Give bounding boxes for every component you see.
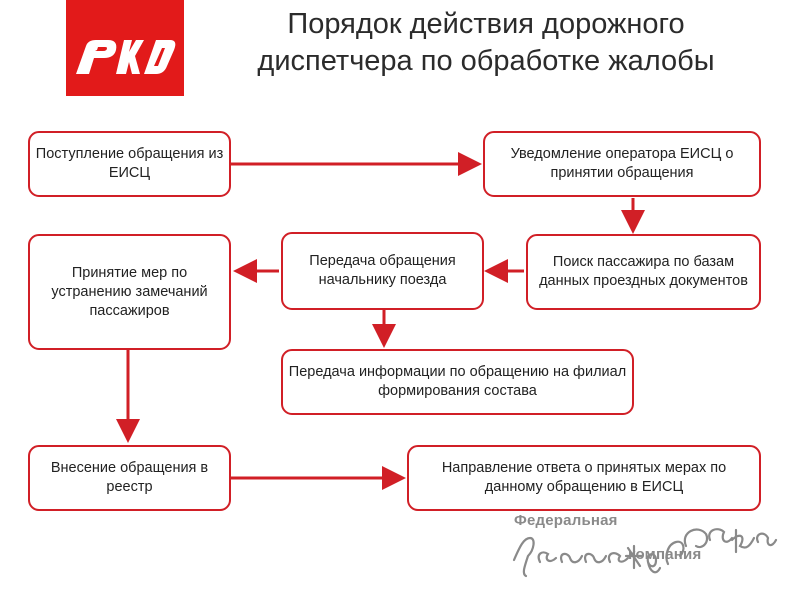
box-transfer-branch: Передача информации по обращению на фили… <box>281 349 634 415</box>
box-search: Поиск пассажира по базам данных проездны… <box>526 234 761 310</box>
box-notify: Уведомление оператора ЕИСЦ о принятии об… <box>483 131 761 197</box>
box-receipt: Поступление обращения из ЕИСЦ <box>28 131 231 197</box>
title-line-2: диспетчера по обработке жалобы <box>257 45 715 77</box>
brand-script-signature <box>512 528 778 578</box>
box-measures: Принятие мер по устранению замечаний пас… <box>28 234 231 350</box>
fpk-brand-logo: Федеральная компания <box>510 512 780 590</box>
box-transfer-chief: Передача обращения начальнику поезда <box>281 232 484 310</box>
box-response: Направление ответа о принятых мерах по д… <box>407 445 761 511</box>
brand-line-1: Федеральная <box>514 512 618 529</box>
title-line-1: Порядок действия дорожного <box>287 8 685 40</box>
rzd-logo-mark <box>76 40 176 74</box>
page-title: Порядок действия дорожного диспетчера по… <box>196 6 776 80</box>
box-registry: Внесение обращения в реестр <box>28 445 231 511</box>
brand-line-2: компания <box>628 546 702 563</box>
rzd-logo <box>66 0 184 96</box>
